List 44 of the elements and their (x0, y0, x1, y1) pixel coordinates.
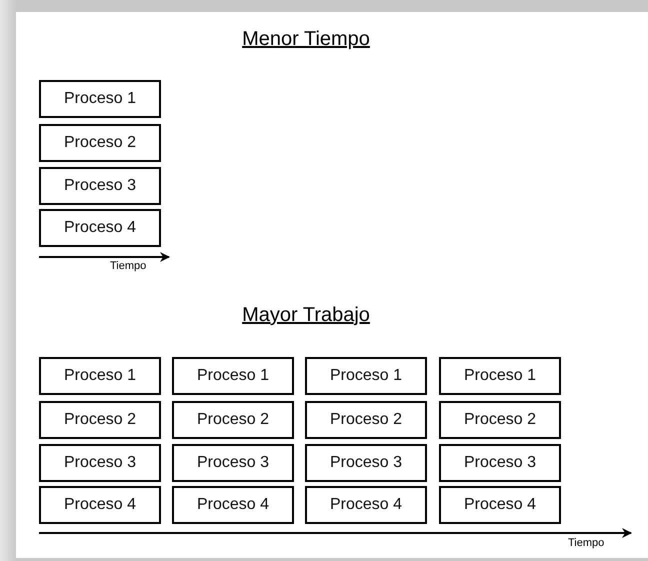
process-label: Proceso 3 (464, 454, 536, 472)
process-label: Proceso 2 (64, 134, 136, 152)
process-box (439, 401, 561, 439)
process-box (39, 80, 161, 118)
process-box (439, 444, 561, 482)
process-label: Proceso 2 (464, 411, 536, 429)
process-box (439, 357, 561, 395)
process-label: Proceso 3 (196, 454, 270, 472)
process-box (39, 444, 161, 482)
process-label: Proceso 1 (196, 367, 270, 385)
process-label: Proceso 3 (330, 454, 402, 472)
process-label: Proceso 2 (64, 411, 136, 429)
process-box (439, 486, 561, 524)
process-label: Proceso 2 (330, 411, 402, 429)
process-label: Proceso 4 (64, 219, 136, 237)
process-box (39, 357, 161, 395)
process-box (172, 486, 294, 524)
section-heading: Menor Tiempo (242, 28, 370, 51)
axis-label: Tiempo (110, 260, 146, 272)
process-box (39, 124, 161, 162)
process-box (305, 357, 427, 395)
process-box (39, 167, 161, 205)
process-box (172, 444, 294, 482)
process-label: Proceso 3 (64, 177, 136, 195)
process-label: Proceso 4 (464, 496, 536, 514)
process-box (39, 401, 161, 439)
process-label: Proceso 2 (196, 411, 270, 429)
process-label: Proceso 1 (464, 367, 536, 385)
process-box (172, 401, 294, 439)
process-label: Proceso 1 (64, 367, 136, 385)
process-label: Proceso 3 (64, 454, 136, 472)
process-label: Proceso 4 (196, 496, 270, 514)
process-box (305, 401, 427, 439)
process-box (39, 486, 161, 524)
process-box (172, 357, 294, 395)
section-heading: Mayor Trabajo (242, 304, 370, 327)
process-label: Proceso 4 (330, 496, 402, 514)
process-box (305, 444, 427, 482)
axis-label: Tiempo (568, 537, 604, 549)
process-label: Proceso 1 (64, 90, 136, 108)
process-box (305, 486, 427, 524)
process-label: Proceso 4 (64, 496, 136, 514)
process-box (39, 209, 161, 247)
process-label: Proceso 1 (330, 367, 402, 385)
